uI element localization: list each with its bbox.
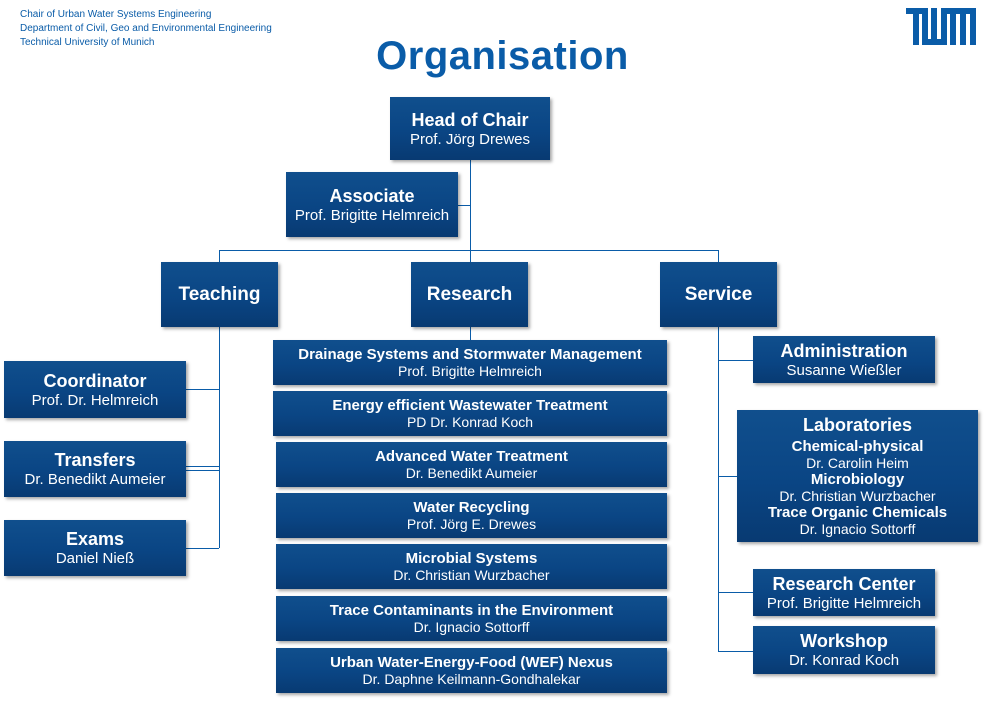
- associate-box: Associate Prof. Brigitte Helmreich: [286, 172, 458, 237]
- lab-group-title: Trace Organic Chemicals: [767, 504, 948, 521]
- research-box: Research: [411, 262, 528, 327]
- lab-group-lead: Dr. Carolin Heim: [806, 455, 909, 471]
- lab-group-lead: Dr. Christian Wurzbacher: [779, 488, 936, 504]
- research-group-lead: Dr. Ignacio Sottorff: [413, 619, 530, 635]
- research-group-lead: Dr. Benedikt Aumeier: [405, 465, 538, 481]
- research-title: Research: [426, 283, 513, 305]
- research-group-title: Water Recycling: [413, 499, 530, 516]
- research-group-lead: Prof. Jörg E. Drewes: [406, 516, 537, 532]
- research-center-title: Research Center: [772, 573, 916, 594]
- service-box: Service: [660, 262, 777, 327]
- transfers-name: Dr. Benedikt Aumeier: [24, 471, 166, 488]
- research-group-lead: Dr. Christian Wurzbacher: [393, 567, 550, 583]
- research-group-title: Energy efficient Wastewater Treatment: [332, 397, 608, 414]
- transfers-box: Transfers Dr. Benedikt Aumeier: [4, 441, 186, 497]
- lab-group-title: Chemical-physical: [791, 438, 924, 455]
- workshop-title: Workshop: [800, 631, 888, 651]
- coordinator-box: Coordinator Prof. Dr. Helmreich: [4, 361, 186, 418]
- exams-box: Exams Daniel Nieß: [4, 520, 186, 576]
- research-group-title: Microbial Systems: [405, 550, 538, 567]
- header-department: Department of Civil, Geo and Environment…: [20, 23, 272, 34]
- tum-logo-icon: [906, 8, 976, 45]
- administration-title: Administration: [780, 340, 908, 361]
- workshop-box: Workshop Dr. Konrad Koch: [753, 626, 935, 674]
- research-group-box: Urban Water-Energy-Food (WEF) Nexus Dr. …: [276, 648, 667, 693]
- research-group-lead: Prof. Brigitte Helmreich: [398, 363, 542, 379]
- service-title: Service: [684, 283, 753, 305]
- laboratories-title: Laboratories: [802, 415, 913, 435]
- associate-title: Associate: [329, 185, 415, 206]
- research-group-box: Advanced Water Treatment Dr. Benedikt Au…: [276, 442, 667, 487]
- page-title: Organisation: [376, 34, 629, 78]
- head-of-chair-box: Head of Chair Prof. Jörg Drewes: [390, 97, 550, 160]
- lab-group-title: Microbiology: [810, 471, 905, 488]
- research-group-box: Microbial Systems Dr. Christian Wurzbach…: [276, 544, 667, 589]
- research-center-name: Prof. Brigitte Helmreich: [766, 594, 922, 612]
- transfers-title: Transfers: [54, 450, 136, 470]
- laboratories-box: Laboratories Chemical-physical Dr. Carol…: [737, 410, 978, 542]
- research-group-box: Water Recycling Prof. Jörg E. Drewes: [276, 493, 667, 538]
- research-group-title: Trace Contaminants in the Environment: [329, 602, 614, 619]
- research-group-title: Drainage Systems and Stormwater Manageme…: [298, 346, 642, 363]
- research-group-box: Drainage Systems and Stormwater Manageme…: [273, 340, 667, 385]
- research-group-box: Trace Contaminants in the Environment Dr…: [276, 596, 667, 641]
- lab-group-lead: Dr. Ignacio Sottorff: [799, 521, 916, 537]
- research-center-box: Research Center Prof. Brigitte Helmreich: [753, 569, 935, 616]
- workshop-name: Dr. Konrad Koch: [788, 652, 900, 669]
- research-group-title: Urban Water-Energy-Food (WEF) Nexus: [330, 654, 613, 671]
- header-university: Technical University of Munich: [20, 37, 155, 48]
- header-chair: Chair of Urban Water Systems Engineering: [20, 9, 212, 20]
- coordinator-name: Prof. Dr. Helmreich: [31, 391, 159, 409]
- research-group-box: Energy efficient Wastewater Treatment PD…: [273, 391, 667, 436]
- research-group-lead: PD Dr. Konrad Koch: [406, 414, 534, 430]
- administration-box: Administration Susanne Wießler: [753, 336, 935, 383]
- associate-name: Prof. Brigitte Helmreich: [294, 206, 450, 224]
- administration-name: Susanne Wießler: [786, 361, 902, 379]
- research-group-title: Advanced Water Treatment: [375, 448, 568, 465]
- teaching-box: Teaching: [161, 262, 278, 327]
- exams-title: Exams: [65, 529, 125, 549]
- teaching-title: Teaching: [178, 283, 261, 305]
- coordinator-title: Coordinator: [43, 370, 147, 391]
- head-name: Prof. Jörg Drewes: [409, 130, 531, 148]
- exams-name: Daniel Nieß: [55, 550, 135, 567]
- head-title: Head of Chair: [411, 109, 529, 130]
- research-group-lead: Dr. Daphne Keilmann-Gondhalekar: [362, 671, 581, 687]
